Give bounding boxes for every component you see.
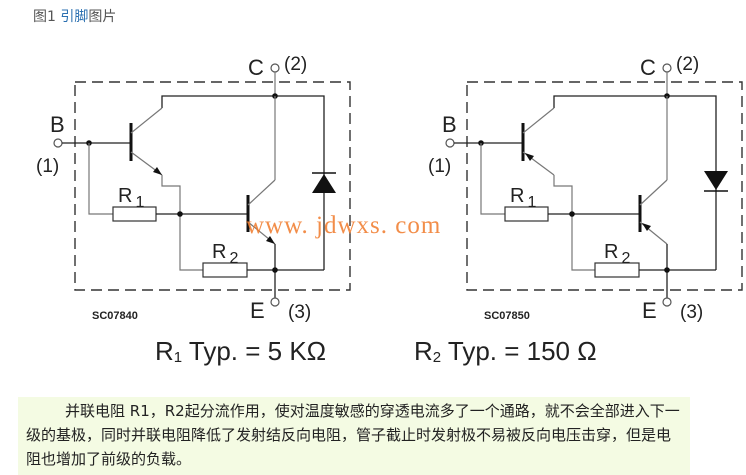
diode-icon (312, 172, 336, 193)
caption-link[interactable]: 引脚 (60, 9, 89, 25)
diode-icon (704, 171, 728, 192)
emitter-arrow-icon (525, 153, 534, 161)
figure-caption: 图1 引脚图片 (33, 6, 116, 26)
emitter-arrow-icon (153, 167, 162, 175)
watermark: www. jdwxs. com (246, 212, 441, 239)
base-pin: (1) (36, 156, 59, 177)
emitter-arrow-icon (266, 236, 275, 244)
emitter-pin: (3) (288, 302, 311, 323)
collector-pin: (2) (284, 54, 307, 75)
r1-formula: R1 Typ. = 5 KΩ (155, 336, 327, 366)
caption-prefix: 图1 (33, 9, 61, 25)
collector-pin: (2) (676, 54, 699, 75)
emitter-pin: (3) (680, 302, 703, 323)
base-pin: (1) (428, 156, 451, 177)
emitter-label: E (250, 298, 265, 323)
part-code: SC07850 (484, 310, 530, 322)
r2-formula: R2 Typ. = 150 Ω (414, 336, 597, 366)
collector-label: C (640, 55, 656, 80)
description-paragraph: 并联电阻 R1，R2起分流作用，使对温度敏感的穿透电流多了一个通路，就不会全部进… (18, 397, 690, 475)
collector-label: C (248, 55, 264, 80)
base-label: B (50, 112, 65, 137)
base-label: B (442, 112, 457, 137)
emitter-label: E (642, 298, 657, 323)
emitter-arrow-icon (642, 223, 651, 231)
part-code: SC07840 (92, 310, 138, 322)
caption-suffix: 图片 (88, 9, 117, 25)
